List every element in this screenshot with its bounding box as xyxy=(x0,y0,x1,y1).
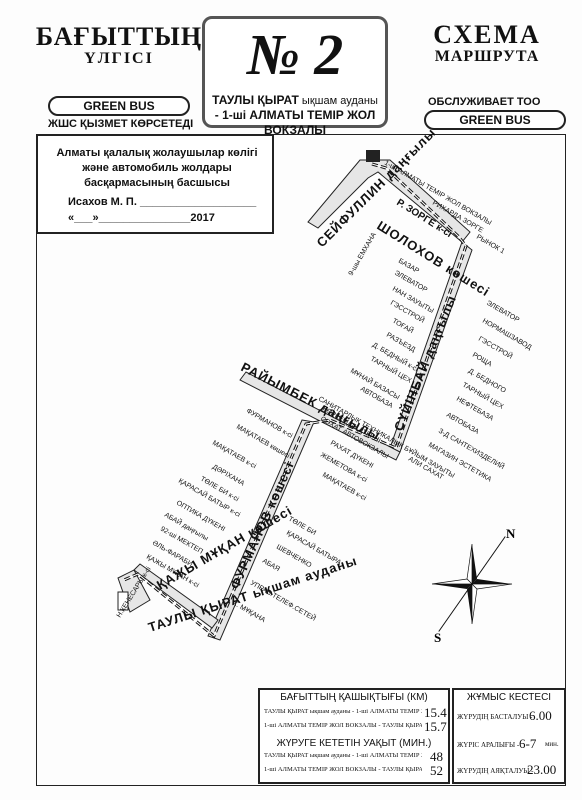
route-destination-line2: - 1-ші АЛМАТЫ ТЕМІР ЖОЛ ВОКЗАЛЫ xyxy=(214,108,376,137)
header-right-title: СХЕМА xyxy=(433,20,541,49)
road-sholokhov xyxy=(307,159,471,243)
header-left-subtitle: ҮЛГІСІ xyxy=(84,50,154,67)
travel-row-2-value: 52 xyxy=(430,763,443,778)
header-left-title: БАҒЫТТЫҢ xyxy=(35,22,203,51)
stop-label: РЫНОК 1 xyxy=(475,234,506,256)
stop-label: Х. МҰҚАНА xyxy=(231,600,267,625)
street-emkhana: 9-шы ЕМХАНА xyxy=(348,231,378,277)
distance-row-1: ТАУЛЫ ҚЫРАТ ықшам ауданы - 1-ші АЛМАТЫ Т… xyxy=(264,705,447,720)
route-line-inner xyxy=(123,163,467,637)
distance-row-2: 1-ші АЛМАТЫ ТЕМІР ЖОЛ ВОКЗАЛЫ - ТАУЛЫ ҚЫ… xyxy=(264,719,447,734)
travel-row-1: ТАУЛЫ ҚЫРАТ ықшам ауданы - 1-ші АЛМАТЫ Т… xyxy=(264,749,443,764)
header-right-subtitle: МАРШРУТА xyxy=(434,48,540,65)
compass-north: N xyxy=(506,526,516,541)
distance-row-2-label: 1-ші АЛМАТЫ ТЕМІР ЖОЛ ВОКЗАЛЫ - ТАУЛЫ ҚЫ… xyxy=(264,722,422,729)
operator-pill-left: GREEN BUS xyxy=(48,96,190,116)
distance-row-2-value: 15.7 xyxy=(424,719,447,734)
schedule-start-value: 6.00 xyxy=(529,708,552,723)
schedule-start: ЖҮРУДІҢ БАСТАЛУЫ - 6.00 xyxy=(457,708,552,723)
distance-row-1-value: 15.4 xyxy=(424,705,447,720)
distance-time-table: БАҒЫТТЫҢ ҚАШЫҚТЫҒЫ (КМ) ТАУЛЫ ҚЫРАТ ықша… xyxy=(258,688,450,784)
schedule-end-label: ЖҮРУДІҢ АЯҚТАЛУЫ - xyxy=(457,767,534,775)
schedule-interval: ЖҮРІС АРАЛЫҒЫ - 6-7 мин. xyxy=(457,736,559,751)
schedule-interval-value: 6-7 xyxy=(519,736,537,751)
road-kazhymukan xyxy=(133,563,219,629)
operator-pill-right: GREEN BUS xyxy=(424,110,566,130)
travel-row-2-label: 1-ші АЛМАТЫ ТЕМІР ЖОЛ ВОКЗАЛЫ - ТАУЛЫ ҚЫ… xyxy=(264,766,422,773)
distance-row-1-label: ТАУЛЫ ҚЫРАТ ықшам ауданы - 1-ші АЛМАТЫ Т… xyxy=(264,708,422,715)
map-frame xyxy=(36,134,566,786)
travel-time-title: ЖҮРУГЕ КЕТЕТІН УАҚЫТ (МИН.) xyxy=(276,738,432,749)
stop-label: АБАЯ xyxy=(261,558,281,573)
schedule-end-value: 23.00 xyxy=(527,762,557,777)
schedule-interval-unit: мин. xyxy=(545,740,559,748)
approval-signature: Исахов М. П. ___________________ xyxy=(68,196,257,208)
travel-row-1-value: 48 xyxy=(430,749,443,764)
compass-rose-icon xyxy=(431,536,513,632)
header-left: БАҒЫТТЫҢ ҮЛГІСІ xyxy=(34,24,204,68)
compass-south: S xyxy=(434,630,441,645)
route-destination-line1-small: ықшам ауданы xyxy=(301,95,378,107)
terminus-station-mark xyxy=(366,150,380,162)
travel-row-1-label: ТАУЛЫ ҚЫРАТ ықшам ауданы - 1-ші АЛМАТЫ Т… xyxy=(264,752,422,759)
route-destination: ТАУЛЫ ҚЫРАТ ықшам ауданы - 1-ші АЛМАТЫ Т… xyxy=(209,93,381,138)
schedule-end: ЖҮРУДІҢ АЯҚТАЛУЫ - 23.00 xyxy=(457,762,556,777)
schedule-title: ЖҰМЫС КЕСТЕСІ xyxy=(466,692,552,703)
route-destination-line1: ТАУЛЫ ҚЫРАТ xyxy=(212,93,299,107)
operator-sub-left: ЖШС ҚЫЗМЕТ КӨРСЕТЕДІ xyxy=(48,118,194,130)
approval-title: Алматы қалалық жолаушылар көлігі және ав… xyxy=(56,147,258,189)
travel-row-2: 1-ші АЛМАТЫ ТЕМІР ЖОЛ ВОКЗАЛЫ - ТАУЛЫ ҚЫ… xyxy=(264,763,443,778)
route-number-box: № 2 ТАУЛЫ ҚЫРАТ ықшам ауданы - 1-ші АЛМА… xyxy=(202,16,388,137)
operator-sub-right: ОБСЛУЖИВАЕТ ТОО xyxy=(428,96,541,108)
stop-label: РОЩА xyxy=(471,352,493,369)
terminus-taulykyrat-mark xyxy=(117,591,129,611)
approval-date: «___»_______________2017 xyxy=(68,212,215,224)
header-right: СХЕМА МАРШРУТА xyxy=(402,22,572,66)
road-raiymbek xyxy=(239,371,401,461)
schedule-start-label: ЖҮРУДІҢ БАСТАЛУЫ - xyxy=(457,713,533,721)
schedule-interval-label: ЖҮРІС АРАЛЫҒЫ - xyxy=(457,741,520,749)
schedule-table: ЖҰМЫС КЕСТЕСІ ЖҮРУДІҢ БАСТАЛУЫ - 6.00 ЖҮ… xyxy=(452,688,566,784)
distance-title: БАҒЫТТЫҢ ҚАШЫҚТЫҒЫ (КМ) xyxy=(280,692,428,703)
approval-block: Алматы қалалық жолаушылар көлігі және ав… xyxy=(36,134,274,234)
route-number: № 2 xyxy=(246,22,344,87)
